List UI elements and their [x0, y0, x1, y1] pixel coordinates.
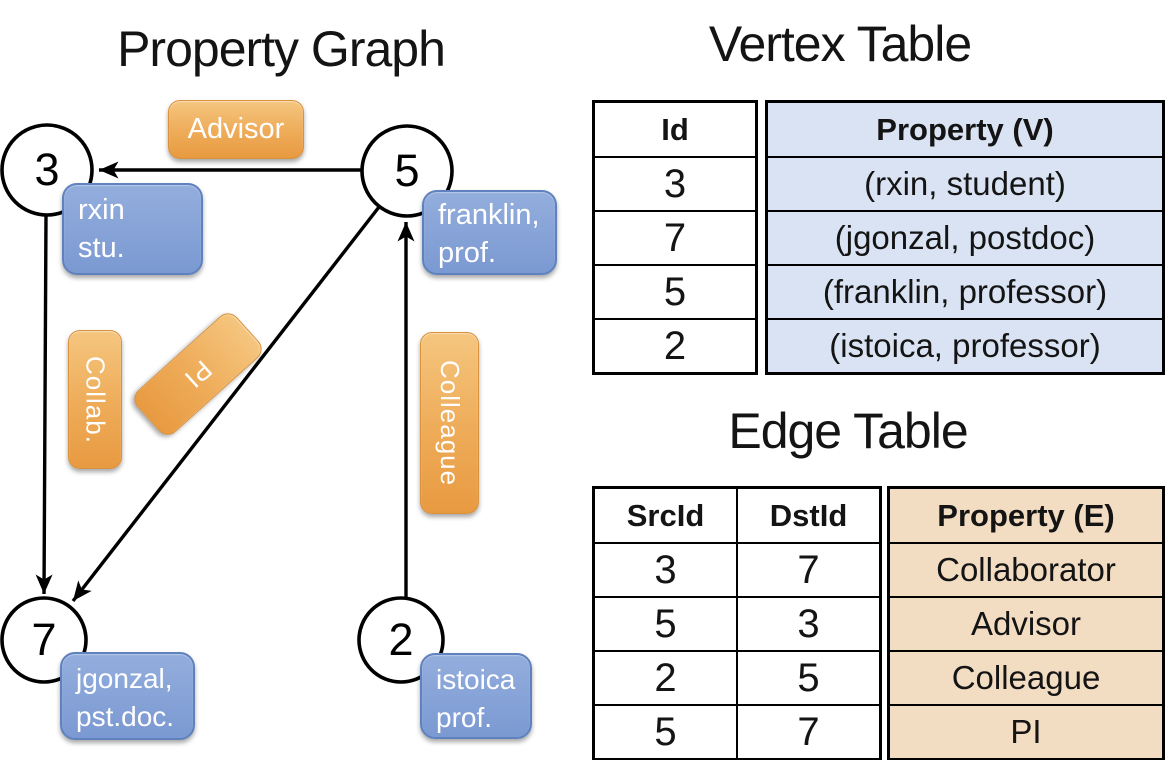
edge-table-row: 5 7: [595, 704, 879, 758]
edge-table-row: 2 5: [595, 650, 879, 704]
edge-table-srcid-header: SrcId: [626, 497, 705, 533]
vertex-id-3: 3: [34, 144, 60, 195]
vertex-id-5: 5: [394, 145, 420, 196]
vertex-table-property-column: Property (V) (rxin, student) (jgonzal, p…: [765, 100, 1165, 375]
edge-label-advisor-text: Advisor: [187, 113, 285, 145]
edge-table-property-column: Property (E) Collaborator Advisor Collea…: [887, 486, 1165, 760]
vertex-prop-3-line2: stu.: [78, 232, 125, 264]
vertex-table-property-header: Property (V): [876, 111, 1054, 147]
edge-table-header-row: SrcId DstId: [595, 489, 879, 542]
edge-collab-3-to-7: [35, 214, 53, 595]
vertex-table-id-cell: 3: [595, 156, 755, 210]
edge-label-pi-text: PI: [178, 354, 219, 395]
vertex-prop-5-line2: prof.: [438, 237, 497, 269]
edge-table-src-dst-columns: SrcId DstId 3 7 5 3 2 5 5 7: [592, 486, 882, 760]
edge-table-src-cell: 5: [654, 709, 677, 754]
vertex-id-7: 7: [31, 614, 57, 665]
edge-table-property-header: Property (E): [937, 497, 1115, 533]
edge-table-dst-cell: 5: [736, 652, 879, 704]
vertex-prop-5-line1: franklin,: [438, 199, 540, 231]
vertex-table-title: Vertex Table: [708, 16, 972, 72]
vertex-prop-7-line2: pst.doc.: [76, 701, 175, 732]
edge-table-property-cell: Colleague: [890, 650, 1162, 704]
vertex-prop-2-line2: prof.: [436, 702, 493, 733]
vertex-table-id-cell: 5: [595, 264, 755, 318]
vertex-prop-box-7: jgonzal, pst.doc.: [60, 652, 195, 740]
edge-label-colleague: Colleague: [420, 332, 479, 514]
vertex-prop-box-5: franklin, prof.: [422, 190, 557, 275]
edge-table-src-cell: 3: [654, 547, 677, 592]
edge-table-property-cell: PI: [890, 704, 1162, 758]
edge-table-property-cell: Advisor: [890, 596, 1162, 650]
edge-table-dst-cell: 3: [736, 598, 879, 650]
vertex-table-property-cell: (rxin, student): [768, 156, 1162, 210]
vertex-table-id-header: Id: [661, 111, 689, 147]
vertex-prop-7-line1: jgonzal,: [76, 663, 173, 694]
edge-label-collab: Collab.: [68, 330, 122, 469]
vertex-table-property-cell: (franklin, professor): [768, 264, 1162, 318]
vertex-table-id-cell: 7: [595, 210, 755, 264]
edge-label-collab-text: Collab.: [80, 355, 111, 444]
vertex-prop-3-line1: rxin: [78, 194, 125, 226]
vertex-table-id-column: Id 3 7 5 2: [592, 100, 758, 375]
edge-label-colleague-text: Colleague: [435, 359, 465, 487]
vertex-prop-2-line1: istoica: [436, 664, 516, 695]
edge-table-title: Edge Table: [728, 403, 968, 459]
edge-table-row: 3 7: [595, 542, 879, 596]
edge-table-row: 5 3: [595, 596, 879, 650]
edge-table-dst-cell: 7: [736, 544, 879, 596]
edge-table-dst-cell: 7: [736, 706, 879, 758]
edge-pi-5-to-7: [71, 205, 381, 603]
vertex-table-id-cell: 2: [595, 318, 755, 372]
vertex-prop-box-3: rxin stu.: [62, 183, 203, 275]
edge-table-src-cell: 2: [654, 655, 677, 700]
vertex-id-2: 2: [388, 614, 414, 665]
property-graph-title: Property Graph: [117, 21, 446, 77]
edge-table-property-cell: Collaborator: [890, 542, 1162, 596]
vertex-table-property-cell: (istoica, professor): [768, 318, 1162, 372]
vertex-prop-box-2: istoica prof.: [420, 653, 532, 739]
edge-table-dstid-header: DstId: [736, 489, 879, 542]
edge-label-advisor: Advisor: [168, 100, 304, 159]
edge-table-src-cell: 5: [654, 601, 677, 646]
vertex-table-property-cell: (jgonzal, postdoc): [768, 210, 1162, 264]
